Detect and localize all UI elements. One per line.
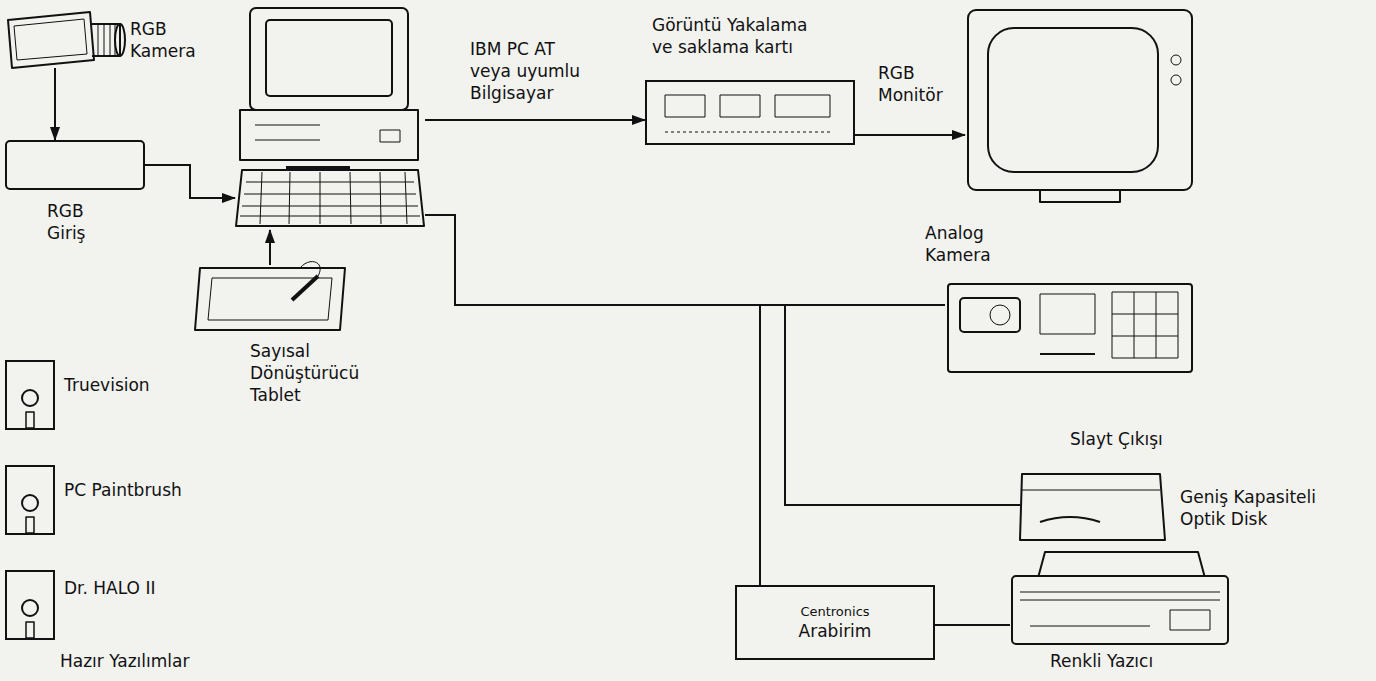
- device-label: Centronics: [800, 603, 869, 620]
- printer-drawing: [1012, 552, 1228, 644]
- card-drawing: [665, 95, 830, 132]
- connector-line: [855, 134, 965, 136]
- connector-line: [54, 68, 56, 140]
- monitor-drawing: [968, 10, 1192, 202]
- device-label: Truevision: [64, 374, 184, 396]
- software-disk: PC Paintbrush: [5, 465, 55, 535]
- computer: IBM PC AT veya uyumlu Bilgisayar: [235, 5, 425, 230]
- rgb-monitor: RGB Monitör: [965, 8, 1195, 203]
- computer-drawing: [236, 8, 424, 226]
- device-label: Dr. HALO II: [64, 577, 184, 599]
- device-label: Renkli Yazıcı: [1050, 650, 1200, 672]
- connector-line: [425, 215, 945, 305]
- software-disk: Dr. HALO II: [5, 570, 55, 640]
- optical-disk: Geniş Kapasiteli Optik Disk: [1020, 470, 1165, 540]
- connector-line: [425, 119, 645, 121]
- device-label: Görüntü Yakalama ve saklama kartı: [652, 14, 832, 58]
- device-label: Slayt Çıkışı: [1070, 428, 1200, 450]
- floppy-drawing: [22, 390, 38, 638]
- software-disk: Truevision: [5, 360, 55, 430]
- connector-line: [145, 165, 235, 198]
- camera: RGB Kamera: [5, 8, 125, 68]
- connector-line: [425, 215, 760, 585]
- capture-card: Görüntü Yakalama ve saklama kartı: [645, 80, 855, 145]
- group-label: Hazır Yazılımlar: [60, 650, 189, 672]
- connector-line: [935, 624, 1010, 626]
- device-label: PC Paintbrush: [64, 479, 204, 501]
- device-label: Analog Kamera: [925, 222, 1021, 266]
- connector-line: [425, 215, 1020, 505]
- film-recorder-drawing: [948, 284, 1192, 372]
- color-printer: Renkli Yazıcı: [1010, 550, 1230, 645]
- device-label: Geniş Kapasiteli Optik Disk: [1180, 486, 1360, 530]
- tablet-drawing: [195, 262, 345, 330]
- device-label: RGB Kamera: [130, 18, 205, 62]
- device-label: RGB Monitör: [878, 62, 962, 106]
- camera-drawing: [8, 12, 125, 68]
- device-label: Sayısal Dönüştürücü Tablet: [250, 340, 390, 406]
- connector-line: [269, 230, 271, 265]
- digitizer-tablet: Sayısal Dönüştürücü Tablet: [195, 265, 345, 330]
- optical-disk-drawing: [1020, 474, 1165, 540]
- device-label: RGB Giriş: [47, 200, 109, 244]
- film-recorder: Analog KameraSlayt Çıkışı: [945, 280, 1195, 375]
- input-box: RGB Giriş: [5, 140, 145, 190]
- device-label: Arabirim: [799, 620, 872, 642]
- interface-box: CentronicsArabirim: [735, 585, 935, 660]
- device-label: IBM PC AT veya uyumlu Bilgisayar: [470, 38, 592, 104]
